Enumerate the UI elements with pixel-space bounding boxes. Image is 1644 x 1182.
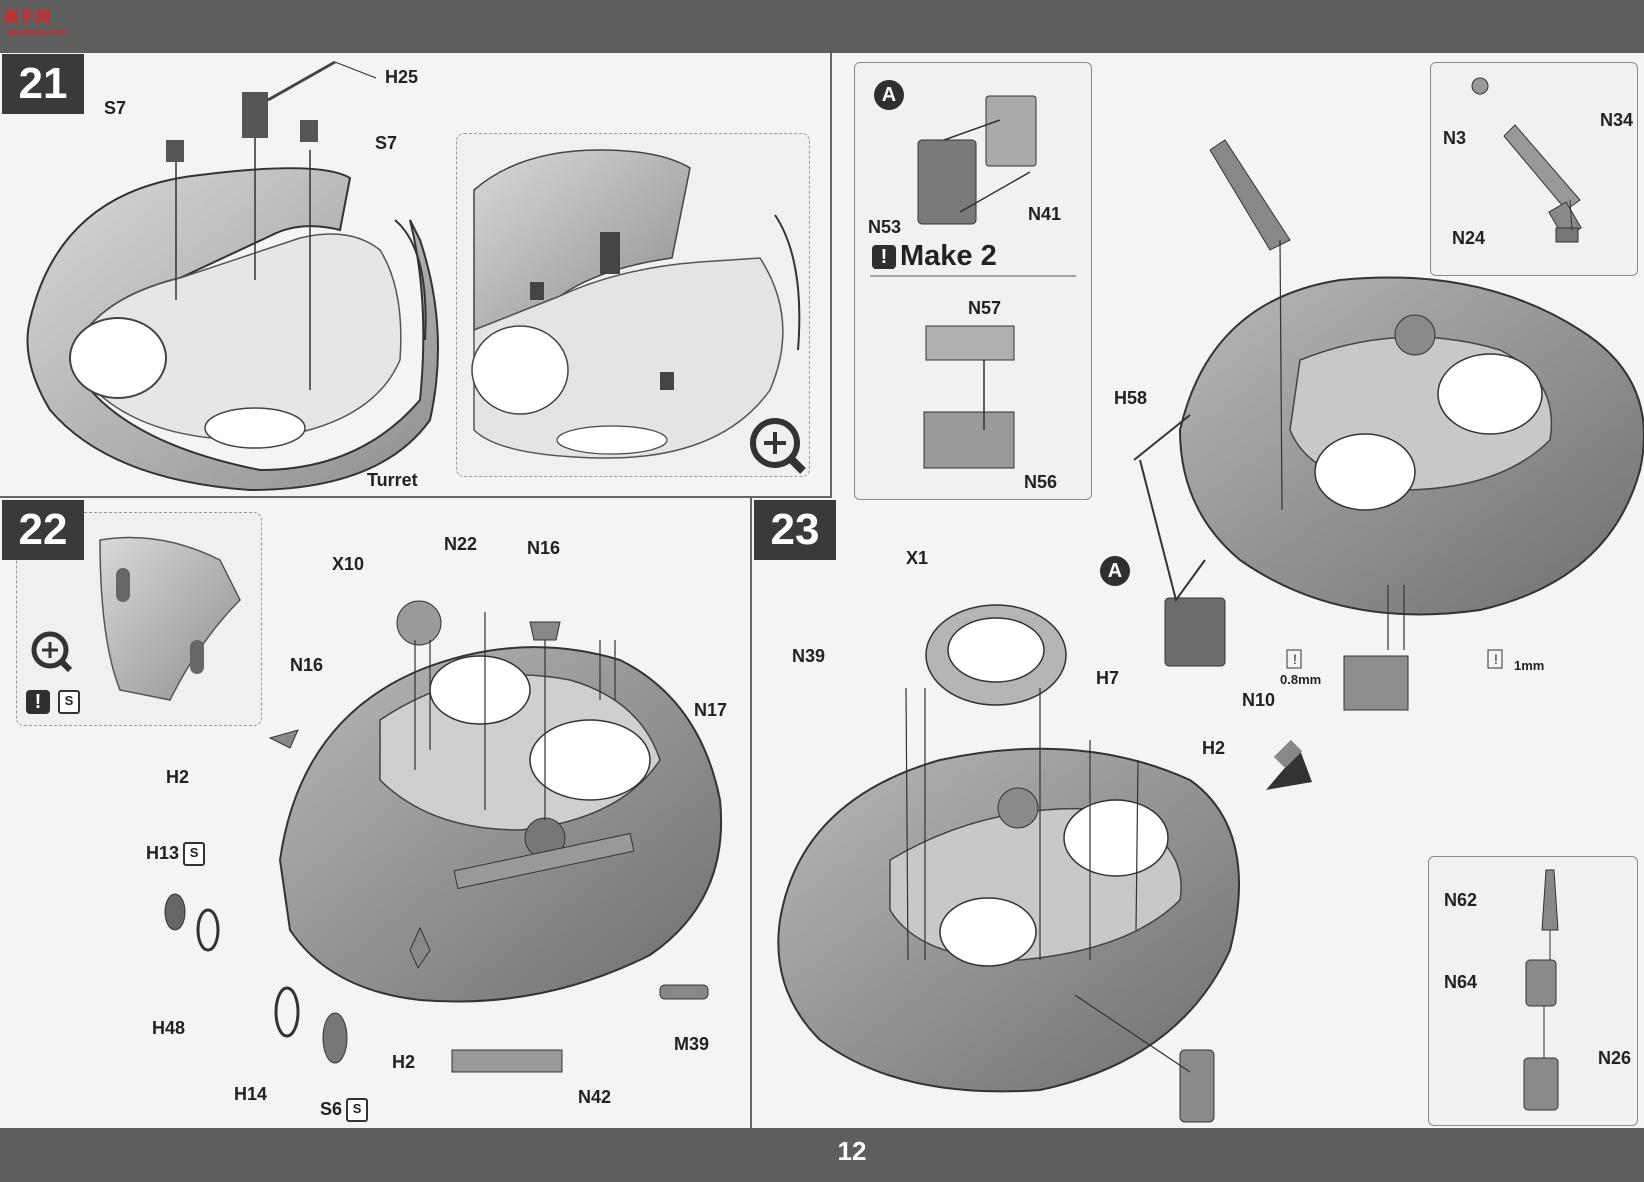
step21-zoom-turret	[471, 149, 806, 474]
divider-21-22	[0, 496, 830, 498]
step23-turret-bottom	[777, 604, 1240, 1123]
step23-turret-top: ! !	[1133, 139, 1644, 790]
label-n22: N22	[444, 534, 478, 554]
label-h58: H58	[1114, 388, 1148, 408]
make-2-note: !Make 2	[872, 240, 997, 273]
step22-turret	[164, 600, 723, 1073]
label-h25: H25	[385, 67, 419, 87]
flip-icon: S	[346, 1098, 369, 1122]
watermark-sub: gaoshou.com	[8, 28, 68, 37]
label-n39: N39	[792, 646, 826, 666]
warning-icon: !	[26, 690, 50, 714]
svg-text:!: !	[1494, 651, 1498, 667]
label-n41: N41	[1028, 204, 1062, 224]
zoom-warning-icons: !S	[26, 690, 80, 714]
label-n34: N34	[1600, 110, 1634, 130]
divider-21-23	[830, 53, 832, 498]
marker-a-turret: A	[1100, 556, 1130, 586]
label-x10: X10	[332, 554, 365, 574]
bottom-band	[0, 1128, 1644, 1182]
label-x1: X1	[906, 548, 929, 568]
label-h2-bottom: H2	[392, 1052, 416, 1072]
step-22-badge: 22	[2, 500, 84, 560]
detail-bottom-parts	[1523, 869, 1559, 1111]
label-n64: N64	[1444, 972, 1478, 992]
label-n62: N62	[1444, 890, 1478, 910]
divider-22-23	[750, 496, 752, 1128]
detail-top-parts	[1471, 77, 1582, 243]
label-h7: H7	[1096, 668, 1120, 688]
label-m39: M39	[674, 1034, 710, 1054]
marker-a-box: A	[874, 80, 904, 110]
step-23-badge: 23	[754, 500, 836, 560]
label-n10: N10	[1242, 690, 1276, 710]
label-n16-left: N16	[290, 655, 324, 675]
label-s7-right: S7	[375, 133, 398, 153]
step-21-badge: 21	[2, 54, 84, 114]
step22-zoom-parts	[31, 536, 241, 701]
label-n56: N56	[1024, 472, 1058, 492]
label-n57: N57	[968, 298, 1002, 318]
flip-icon: S	[58, 690, 80, 714]
label-gap-1mm: 1mm	[1514, 658, 1545, 673]
flip-icon: S	[183, 842, 206, 866]
label-n24: N24	[1452, 228, 1486, 248]
subassembly-a-parts	[870, 95, 1076, 469]
label-n16-top: N16	[527, 538, 561, 558]
divider-23-top	[750, 496, 832, 498]
label-n3: N3	[1443, 128, 1467, 148]
label-turret: Turret	[367, 470, 418, 490]
label-h48: H48	[152, 1018, 186, 1038]
top-band: 高手网 gaoshou.com	[0, 0, 1644, 53]
page-number: 12	[837, 1136, 867, 1166]
label-gap-08mm: 0.8mm	[1280, 672, 1322, 687]
label-h14: H14	[234, 1084, 268, 1104]
label-n42: N42	[578, 1087, 612, 1107]
step21-turret	[26, 60, 439, 492]
label-s7-left: S7	[104, 98, 127, 118]
label-n53: N53	[868, 217, 902, 237]
label-n17: N17	[694, 700, 728, 720]
warning-icon: !	[872, 245, 896, 270]
watermark: 高手网	[4, 8, 53, 26]
label-h2-left: H2	[166, 767, 190, 787]
svg-text:!: !	[1293, 651, 1297, 667]
label-n26: N26	[1598, 1048, 1632, 1068]
label-h2: H2	[1202, 738, 1226, 758]
